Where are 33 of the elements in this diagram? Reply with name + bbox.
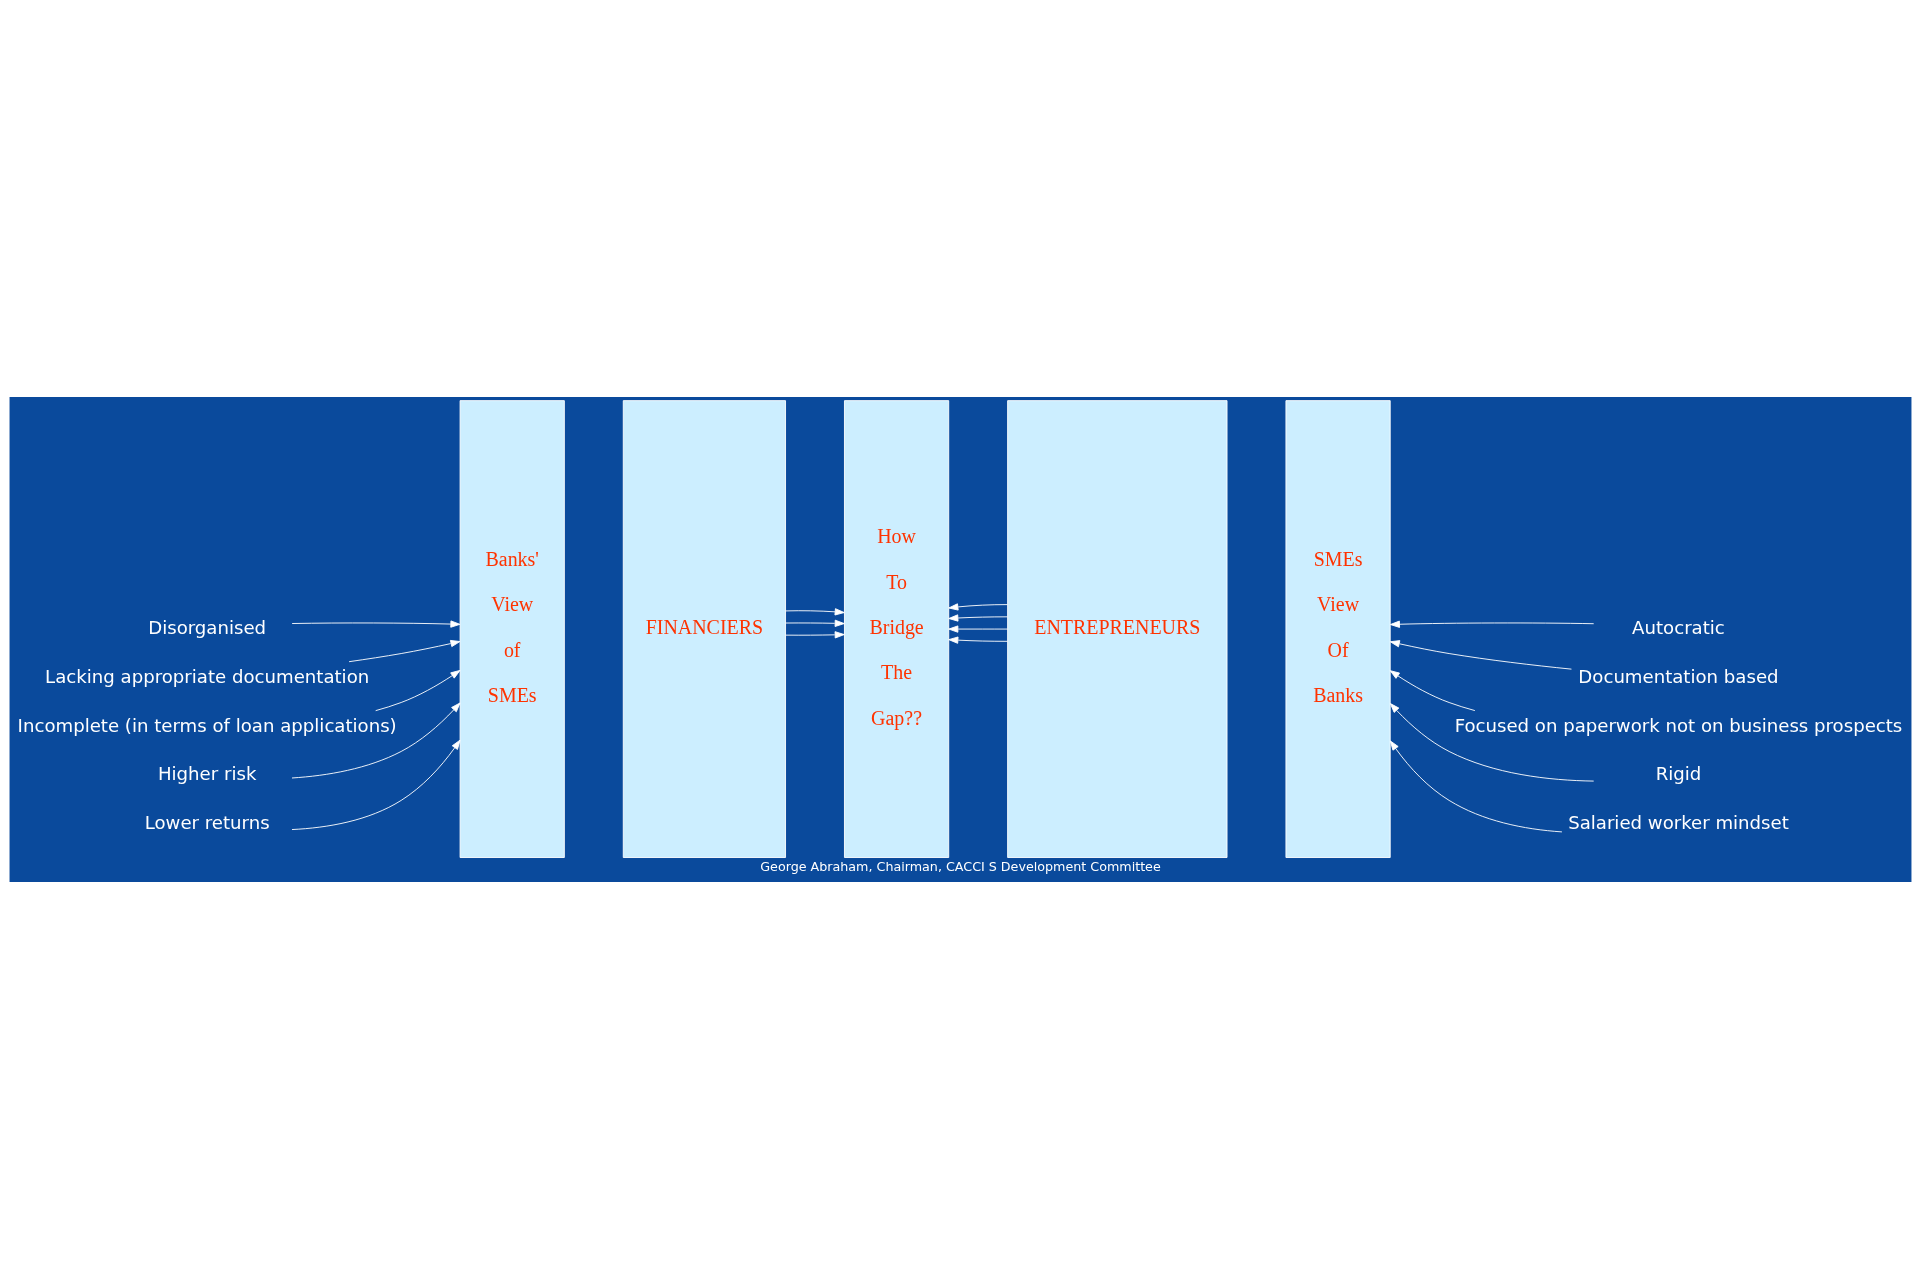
arrow: [785, 608, 845, 616]
arrow: [291, 702, 461, 779]
node-box: Banks' View of SMEs: [459, 400, 565, 858]
node-text: Rigid: [1655, 763, 1702, 785]
node-text: Documentation based: [1578, 665, 1779, 687]
arrow: [785, 631, 845, 639]
arrow: [291, 620, 461, 628]
node-box: ENTREPRENEURS: [1007, 400, 1228, 858]
arrow: [948, 625, 1009, 633]
arrow: [1389, 640, 1572, 670]
arrow: [948, 603, 1009, 611]
node-text: Salaried worker mindset: [1568, 812, 1789, 834]
arrow: [291, 739, 461, 830]
node-text: Disorganised: [148, 616, 267, 638]
arrow: [948, 636, 1009, 644]
arrow: [1389, 740, 1563, 833]
arrow: [948, 614, 1009, 622]
arrow: [348, 639, 461, 663]
node-box: How To Bridge The Gap??: [844, 400, 950, 858]
node-text: Focused on paperwork not on business prospects: [1454, 714, 1903, 736]
arrow: [1389, 620, 1595, 628]
node-text: Incomplete (in terms of loan applications): [17, 714, 397, 736]
arrow: [375, 669, 461, 712]
arrow: [1389, 703, 1595, 782]
node-box: FINANCIERS: [622, 400, 786, 858]
node-text: Higher risk: [157, 763, 257, 785]
arrow: [785, 619, 845, 627]
node-text: Autocratic: [1632, 616, 1725, 638]
node-text: Lacking appropriate documentation: [45, 665, 370, 687]
caption: George Abraham, Chairman, CACCI S Development Committee: [760, 859, 1161, 875]
arrow: [1389, 670, 1476, 712]
node-box: SMEs View Of Banks: [1285, 400, 1391, 858]
node-text: Lower returns: [144, 812, 270, 834]
